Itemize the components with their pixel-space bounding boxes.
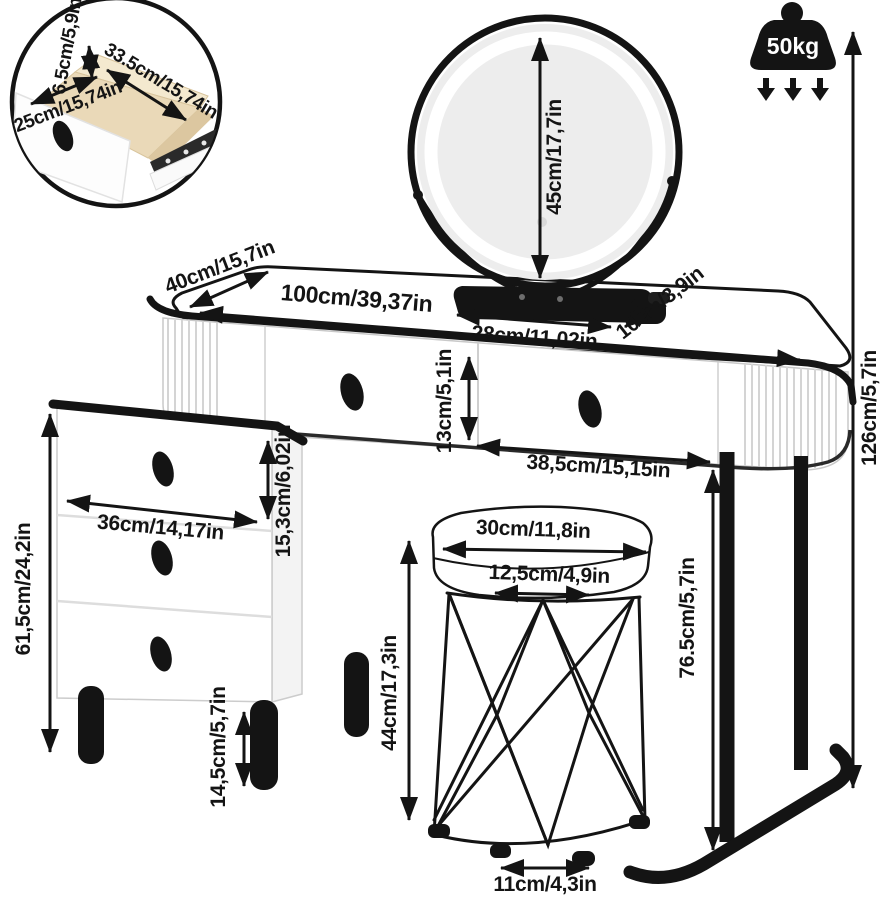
stool-width-arrow — [442, 540, 647, 561]
drawer-detail-inset: 6.5cm/5,9in 33.5cm/15,74in 25cm/15,74in — [9, 0, 223, 209]
leg-height-label: 14,5cm/5,7in — [207, 686, 230, 807]
base-screw-right — [557, 296, 563, 302]
stool-seat-inner-label: 12,5cm/4,9in — [488, 561, 610, 588]
stool-foot-2 — [490, 844, 511, 858]
stool-foot-spacing-label: 11cm/4,3in — [493, 873, 596, 896]
table-drawer-width-arrow — [476, 438, 711, 470]
table-depth-arrow — [189, 270, 269, 309]
cabinet-handle-1 — [152, 451, 174, 487]
mirror-pivot-right — [667, 176, 677, 186]
cabinet-width-arrow — [66, 494, 258, 529]
cabinet-drawer-height-label: 15,3cm/6,02in — [272, 425, 295, 558]
base-screw-left — [519, 294, 525, 300]
fluted-corner-right — [744, 364, 837, 470]
inset-length-arrow — [106, 68, 187, 122]
inset-width-arrow — [30, 75, 98, 106]
weight-capacity-badge: 50kg — [750, 2, 836, 101]
rail-dot — [183, 149, 189, 155]
cabinet-leg-left — [78, 686, 104, 764]
weight-icon-body — [750, 20, 836, 70]
dimension-arrows — [41, 31, 862, 877]
table-drawer-handle-right — [578, 390, 602, 428]
weight-icon-knob — [781, 2, 803, 24]
cabinet-height-label: 61,5cm/24,2in — [12, 523, 35, 656]
stool-seat-width-label: 30cm/11,8in — [476, 516, 591, 543]
cabinet-top-edge — [48, 399, 308, 446]
side-cabinet — [48, 399, 308, 790]
weight-down-arrows — [757, 78, 829, 101]
stool-foot-3 — [572, 851, 595, 866]
table-drawer-handle-left — [340, 373, 364, 411]
rail-dot — [201, 140, 207, 146]
stool-inner-arrow — [494, 584, 590, 604]
weight-capacity-label: 50kg — [767, 33, 819, 59]
inset-depth-arrow — [80, 45, 101, 79]
cabinet-divider-2 — [56, 599, 273, 619]
cabinet-handle-3 — [150, 636, 172, 672]
table-clearance-label: 76.5cm/5,7in — [676, 557, 699, 678]
total-height-label: 126cm/5,7in — [858, 350, 881, 466]
inset-drawer-side-wood — [148, 108, 214, 168]
table-width-arrow — [199, 305, 801, 368]
mirror-base-depth-arrow — [624, 304, 653, 329]
cabinet-leg-right — [250, 700, 278, 790]
stool-wire-base — [432, 591, 647, 850]
table-drawer-height-label: 13cm/5,1in — [433, 349, 456, 453]
stool — [428, 505, 653, 866]
inset-drawer-handle — [52, 120, 74, 152]
table-sled-leg — [623, 452, 854, 884]
stool-foot-1 — [428, 824, 450, 838]
mirror-base-knob — [648, 292, 670, 304]
rail-dot — [165, 158, 171, 164]
table-middle-leg — [344, 652, 369, 737]
mirror-frame — [407, 14, 683, 290]
mirror-diameter-label: 45cm/17,7in — [543, 99, 566, 215]
stool-height-label: 44cm/17,3in — [378, 635, 401, 751]
cabinet-handle-2 — [151, 540, 173, 576]
stool-foot-4 — [629, 815, 650, 829]
mirror-base-width-arrow — [456, 307, 612, 335]
mirror-pivot-left — [413, 190, 423, 200]
